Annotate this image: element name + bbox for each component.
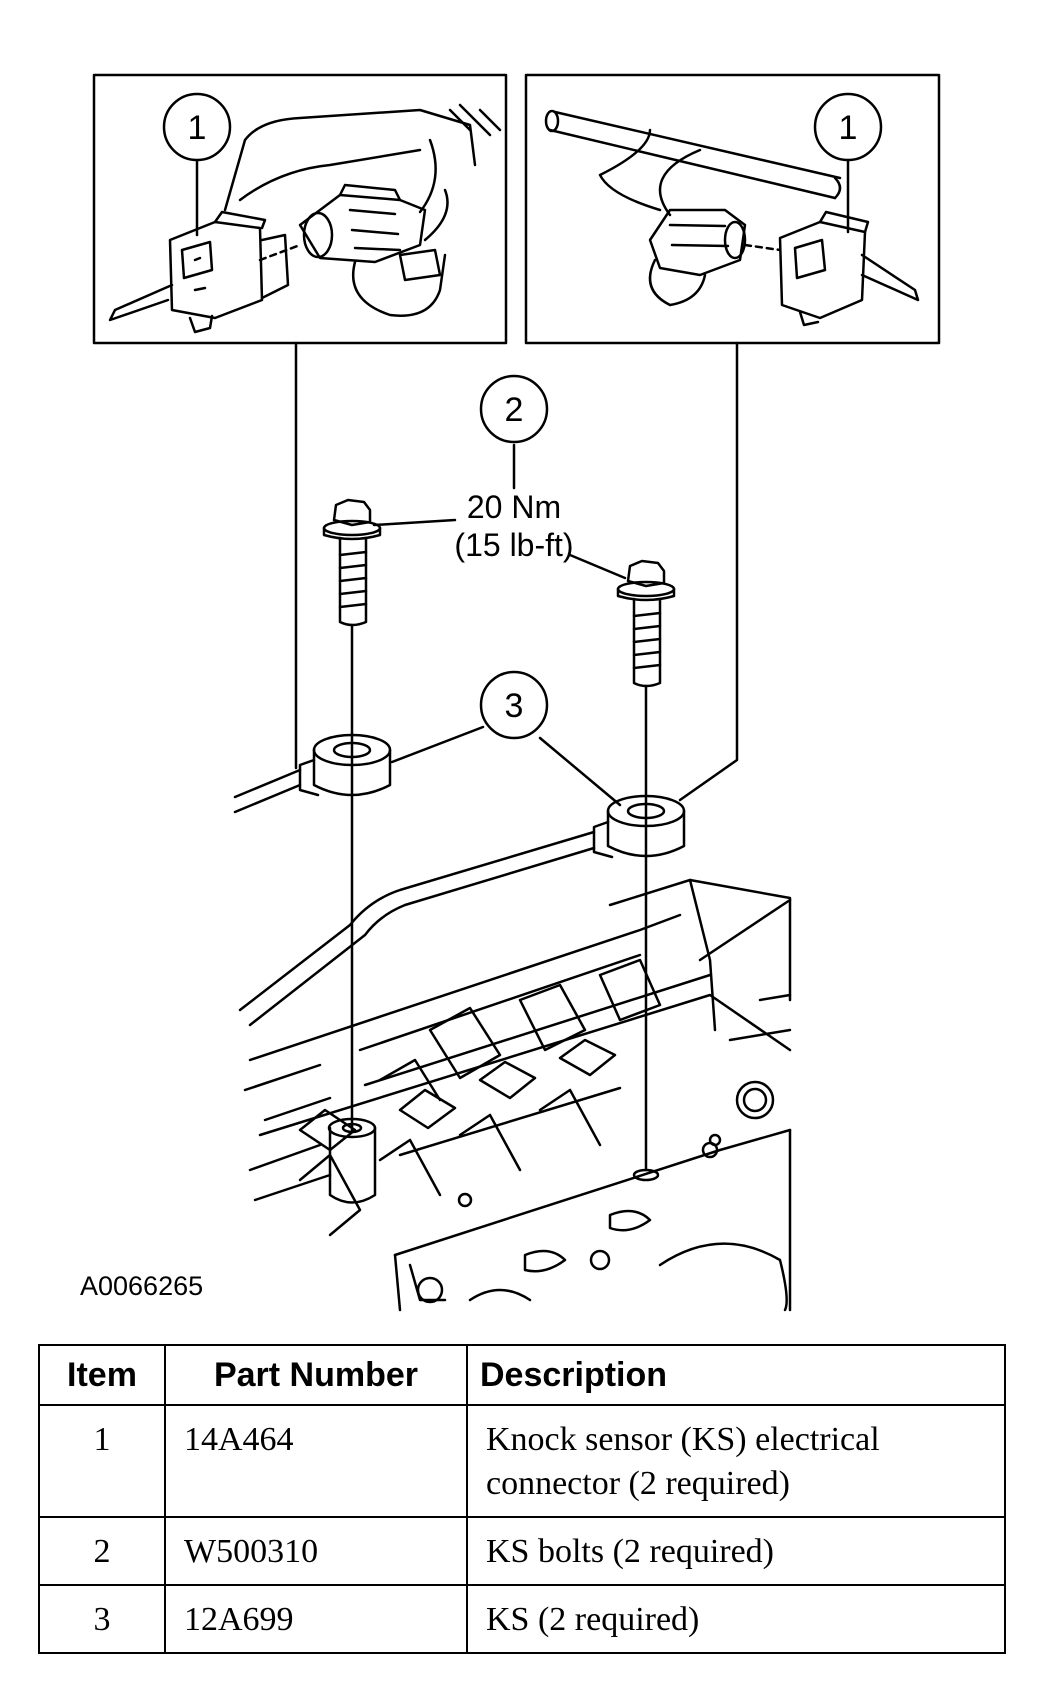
cell-item: 1 <box>38 1404 166 1518</box>
cell-part-number: W500310 <box>164 1516 468 1586</box>
callout-label: 1 <box>839 109 858 147</box>
torque-imperial: (15 lb-ft) <box>454 527 573 563</box>
engine-block <box>243 878 792 1312</box>
table-row: 2 W500310 KS bolts (2 required) <box>38 1516 1006 1586</box>
table-row: 3 12A699 KS (2 required) <box>38 1584 1006 1654</box>
knock-sensor-diagram: 1 1 2 3 20 Nm (15 lb-ft) A0066265 <box>80 73 941 1312</box>
header-part-number: Part Number <box>164 1344 468 1406</box>
header-description: Description <box>466 1344 1006 1406</box>
callout-3: 3 <box>479 670 549 740</box>
cell-part-number: 14A464 <box>164 1404 468 1518</box>
knock-sensor-left <box>233 733 392 814</box>
cell-item: 3 <box>38 1584 166 1654</box>
cell-description: KS bolts (2 required) <box>466 1516 1006 1586</box>
figure-id: A0066265 <box>80 1271 203 1301</box>
knock-sensor-right <box>238 794 686 1027</box>
cell-part-number: 12A699 <box>164 1584 468 1654</box>
callout-label: 1 <box>188 109 207 147</box>
table-row: 1 14A464 Knock sensor (KS) electrical co… <box>38 1404 1006 1518</box>
callout-1-left: 1 <box>162 92 232 162</box>
cell-item: 2 <box>38 1516 166 1586</box>
torque-metric: 20 Nm <box>467 489 561 525</box>
table-header-row: Item Part Number Description <box>38 1344 1006 1406</box>
bolt-left <box>322 498 382 627</box>
callout-label: 2 <box>505 391 524 429</box>
callout-2: 2 <box>479 374 549 444</box>
cell-description: KS (2 required) <box>466 1584 1006 1654</box>
cell-description: Knock sensor (KS) electrical connector (… <box>466 1404 1006 1518</box>
inset-panel-left <box>92 73 508 345</box>
bolt-right <box>616 559 676 688</box>
callout-label: 3 <box>505 687 524 725</box>
parts-table: Item Part Number Description 1 14A464 Kn… <box>38 1344 1006 1654</box>
inset-panel-right <box>524 73 941 345</box>
header-item: Item <box>38 1344 166 1406</box>
callout-1-right: 1 <box>813 92 883 162</box>
